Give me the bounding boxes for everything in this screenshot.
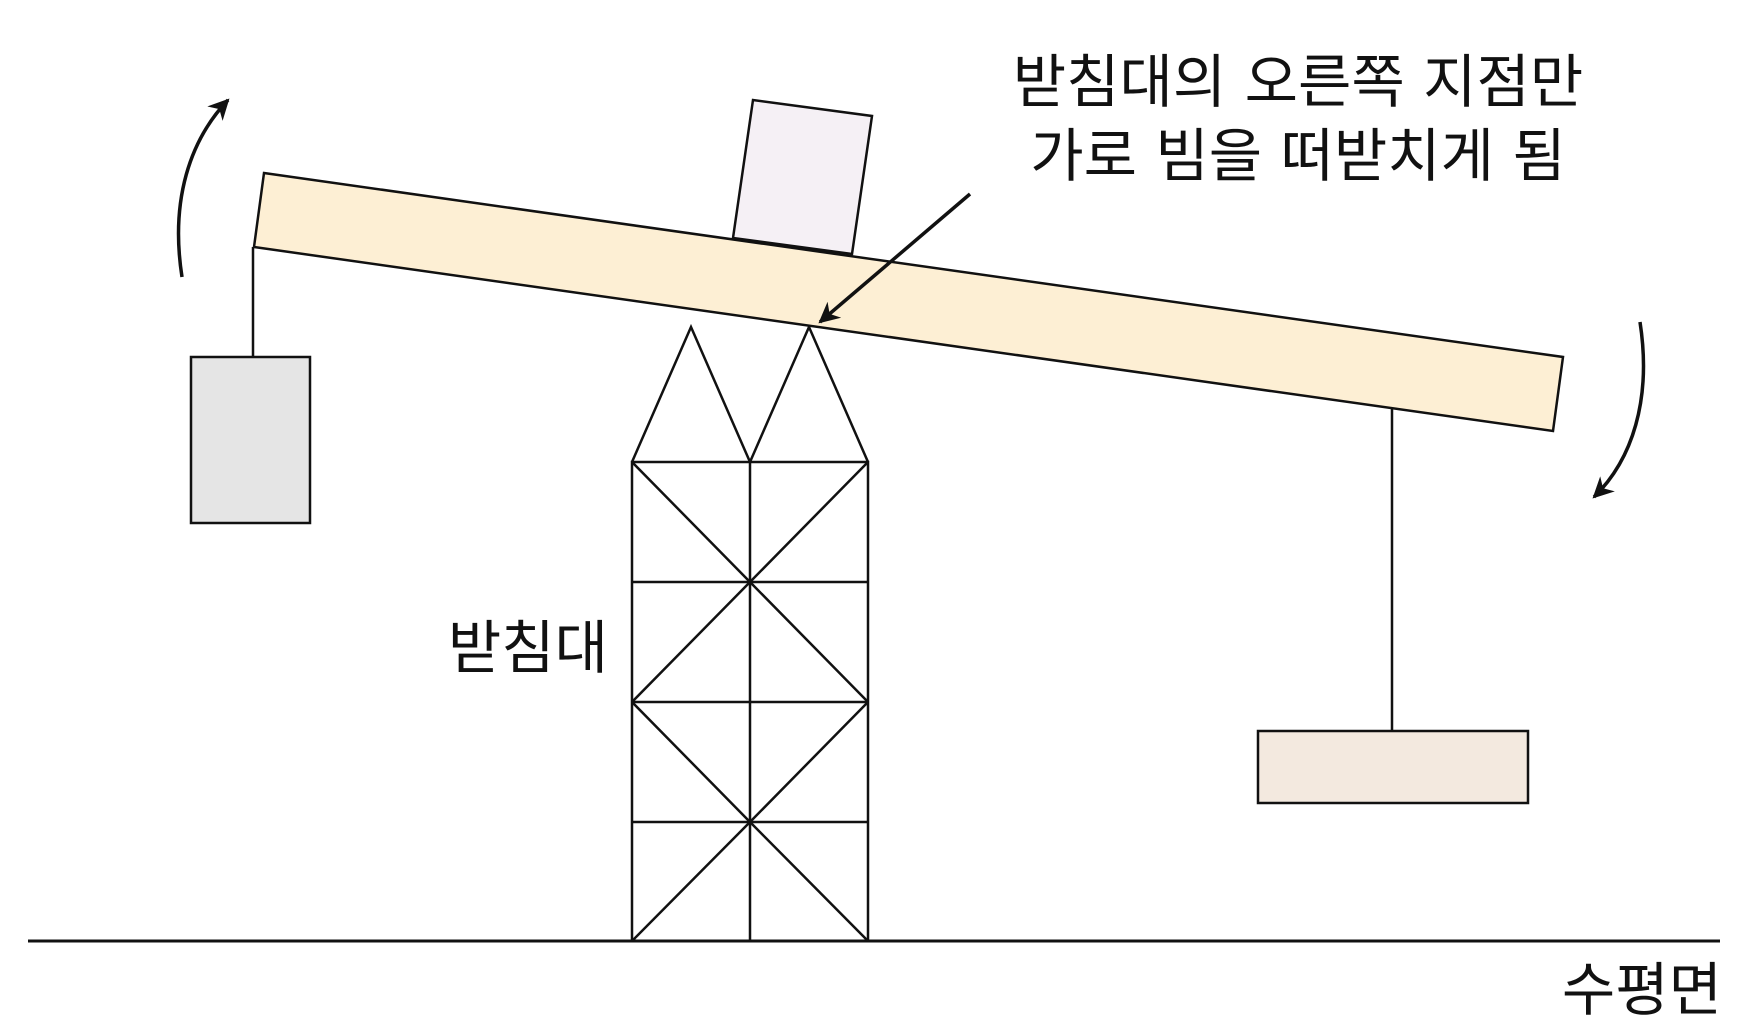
ground-label: 수평면 — [1562, 956, 1722, 1024]
support-left-tip — [630, 323, 752, 463]
support-label: 받침대 — [448, 614, 608, 682]
callout-arrow-icon — [818, 192, 972, 324]
callout-line-1: 받침대의 오른쪽 지점만 — [1013, 48, 1583, 116]
tilted-beam — [252, 171, 1565, 433]
callout-line-2: 가로 빔을 떠받치게 됨 — [1030, 122, 1566, 190]
support-truss — [630, 323, 870, 943]
top-box — [731, 98, 874, 256]
rotation-arrow-left-icon — [176, 98, 230, 278]
support-right-tip — [748, 323, 870, 463]
rotation-arrow-right-icon — [1592, 321, 1646, 499]
left-weight — [189, 355, 312, 525]
right-weight — [1256, 729, 1530, 805]
